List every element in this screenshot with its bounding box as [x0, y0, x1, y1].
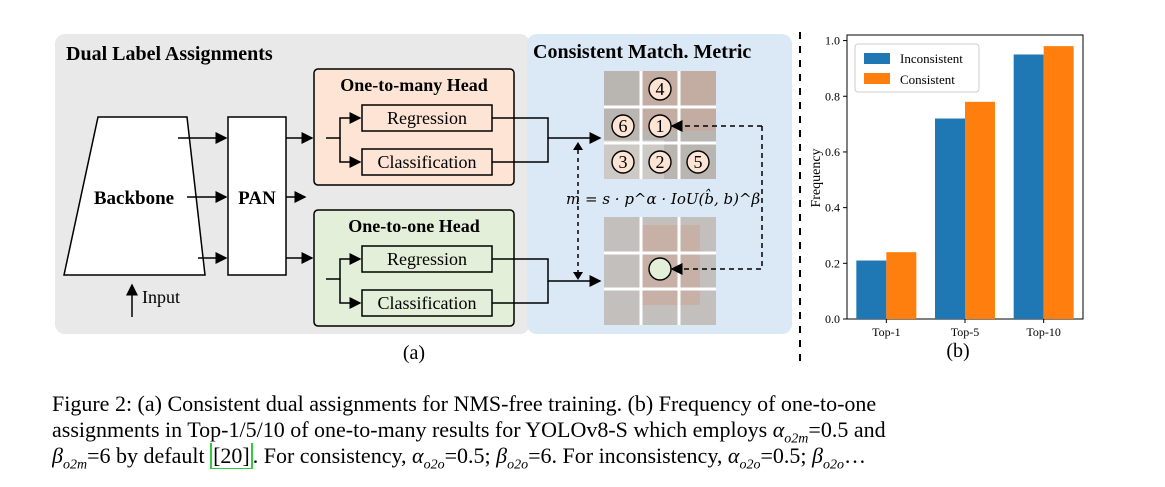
- caption-line-3: βo2m=6 by default [20]. For consistency,…: [52, 443, 866, 469]
- legend-swatch-consistent: [864, 73, 890, 84]
- metric-dashed-arrow-bottom: [670, 126, 763, 275]
- bar-inconsistent-top-1: [856, 260, 887, 319]
- chart-legend: Inconsistent Consistent: [854, 43, 980, 93]
- bar-inconsistent-top-5: [935, 118, 965, 319]
- o2m-regression-label: Regression: [387, 108, 467, 128]
- y-tick-label: 0.8: [825, 89, 840, 103]
- svg-text:2: 2: [656, 152, 665, 172]
- pan-label: PAN: [238, 188, 276, 209]
- o2m-classification-label: Classification: [378, 152, 477, 172]
- figure-caption: Figure 2: (a) Consistent dual assignment…: [52, 391, 1117, 469]
- y-tick-label: 0.2: [825, 256, 840, 270]
- y-tick-label: 1.0: [825, 34, 840, 48]
- y-tick-label: 0.4: [825, 201, 840, 215]
- svg-text:6: 6: [619, 116, 628, 136]
- backbone-label: Backbone: [94, 188, 174, 209]
- caption-line-1: Figure 2: (a) Consistent dual assignment…: [52, 391, 877, 416]
- caption-line-2: assignments in Top-1/5/10 of one-to-many…: [52, 417, 886, 443]
- o2o-regression-box: [361, 245, 493, 273]
- x-tick-label: Top-1: [872, 325, 901, 339]
- y-tick-label: 0.0: [825, 312, 840, 326]
- legend-label-consistent: Consistent: [900, 72, 955, 87]
- citation-link-20[interactable]: [20]: [210, 443, 253, 469]
- section-left-title: Dual Label Assignments: [66, 43, 273, 65]
- o2o-classification-box: [361, 289, 493, 317]
- panel-b-label: (b): [946, 340, 969, 362]
- rank-badge-4: [648, 77, 672, 101]
- one-to-many-head-title: One-to-many Head: [340, 75, 488, 95]
- svg-text:3: 3: [619, 152, 628, 172]
- bar-consistent-top-1: [886, 252, 917, 319]
- svg-text:4: 4: [656, 79, 665, 99]
- panel-a-label: (a): [403, 342, 425, 364]
- bar-consistent-top-10: [1043, 46, 1074, 319]
- y-tick-label: 0.6: [825, 145, 840, 159]
- svg-text:5: 5: [694, 152, 703, 172]
- svg-text:1: 1: [656, 116, 665, 136]
- chart-ylabel: Frequency: [809, 148, 824, 207]
- legend-label-inconsistent: Inconsistent: [900, 51, 963, 66]
- pan-block: [227, 116, 287, 276]
- backbone-block: [63, 116, 206, 276]
- one-to-one-head-title: One-to-one Head: [348, 216, 479, 236]
- metric-formula: m = s · p^α · IoU(b̂, b)^β: [566, 189, 761, 208]
- x-tick-label: Top-10: [1026, 325, 1061, 339]
- o2m-regression-box: [361, 104, 493, 132]
- rank-badge-2: [648, 150, 672, 174]
- consistent-metric-section: [527, 34, 792, 334]
- o2o-regression-label: Regression: [387, 249, 467, 269]
- bar-consistent-top-5: [965, 101, 995, 319]
- rank-badge-6: [611, 114, 635, 138]
- o2o-classification-label: Classification: [378, 293, 477, 313]
- one-to-one-match-marker: [648, 257, 672, 281]
- section-right-title: Consistent Match. Metric: [533, 41, 751, 63]
- rank-badge-3: [611, 150, 635, 174]
- alpha-o2m: αo2m: [772, 417, 809, 443]
- bar-inconsistent-top-10: [1013, 54, 1044, 319]
- x-tick-label: Top-5: [951, 325, 980, 339]
- figure-diagram: Dual Label Assignments Consistent Match.…: [55, 32, 1084, 368]
- o2m-classification-box: [361, 148, 493, 176]
- frequency-chart: 0.0 0.2 0.4 0.6 0.8 1.0 Top-1 Top-5 Top-10 Freq…: [809, 34, 1084, 339]
- input-label: Input: [142, 287, 180, 307]
- rank-badge-5: [686, 150, 710, 174]
- legend-swatch-inconsistent: [864, 53, 890, 64]
- rank-badges: 4 6 1 3 2 5: [611, 77, 710, 174]
